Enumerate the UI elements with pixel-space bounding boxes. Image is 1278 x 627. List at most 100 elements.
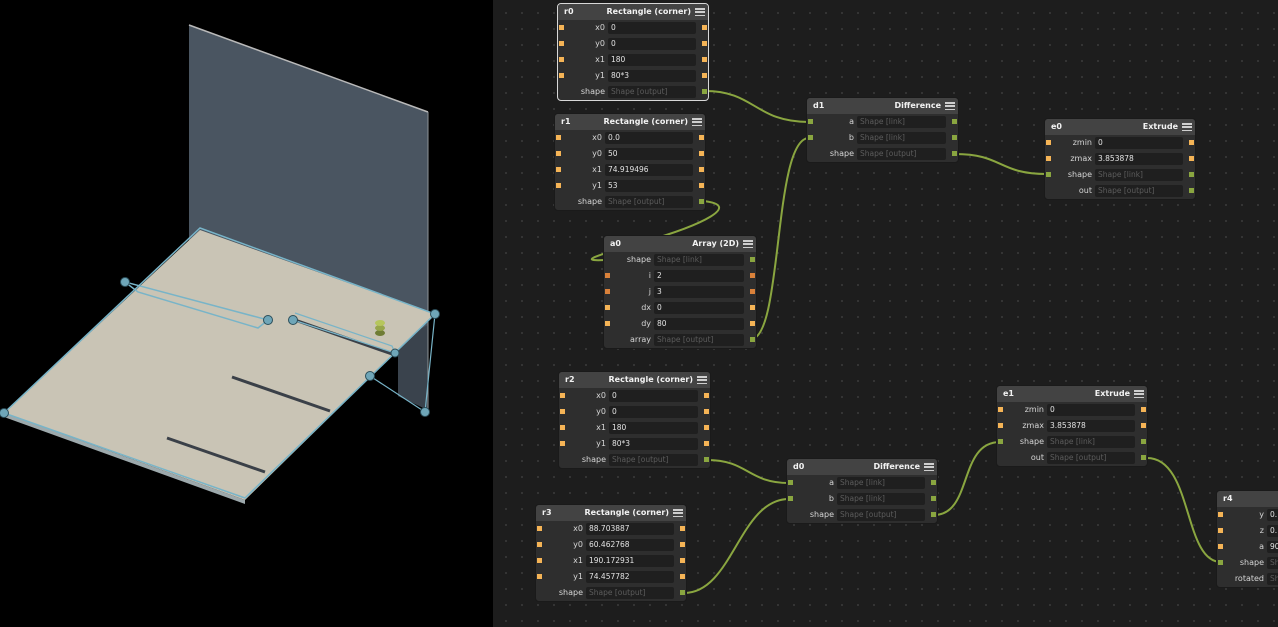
value-input[interactable]: 60.462768	[586, 539, 674, 551]
output-port[interactable]	[699, 135, 704, 140]
3d-model-view[interactable]	[0, 0, 493, 627]
output-port[interactable]	[704, 409, 709, 414]
node-header[interactable]: r4	[1217, 491, 1278, 507]
output-port[interactable]	[1189, 156, 1194, 161]
input-port[interactable]	[556, 167, 561, 172]
output-port[interactable]	[680, 574, 685, 579]
input-port[interactable]	[788, 480, 793, 485]
output-port[interactable]	[702, 73, 707, 78]
output-port[interactable]	[704, 457, 709, 462]
value-input[interactable]: 0	[1047, 404, 1135, 416]
hamburger-menu-icon[interactable]	[924, 462, 934, 472]
value-input[interactable]: 2	[654, 270, 744, 282]
input-port[interactable]	[537, 558, 542, 563]
value-input[interactable]: 53	[605, 180, 693, 192]
input-port[interactable]	[537, 574, 542, 579]
input-port[interactable]	[560, 425, 565, 430]
hamburger-menu-icon[interactable]	[743, 239, 753, 249]
input-port[interactable]	[559, 25, 564, 30]
output-port[interactable]	[750, 337, 755, 342]
input-port[interactable]	[1218, 528, 1223, 533]
value-input[interactable]: 3.853878	[1047, 420, 1135, 432]
output-port[interactable]	[704, 393, 709, 398]
hamburger-menu-icon[interactable]	[697, 375, 707, 385]
input-port[interactable]	[556, 151, 561, 156]
value-input[interactable]: 180	[609, 422, 698, 434]
input-port[interactable]	[559, 57, 564, 62]
input-port[interactable]	[998, 407, 1003, 412]
input-port[interactable]	[560, 409, 565, 414]
output-port[interactable]	[702, 89, 707, 94]
input-port[interactable]	[788, 496, 793, 501]
output-port[interactable]	[750, 273, 755, 278]
input-port[interactable]	[559, 73, 564, 78]
output-port[interactable]	[1141, 407, 1146, 412]
control-handle-icon[interactable]	[0, 408, 9, 418]
control-handle-icon[interactable]	[390, 348, 400, 358]
value-input[interactable]: 0.0	[605, 132, 693, 144]
input-port[interactable]	[1218, 560, 1223, 565]
output-port[interactable]	[750, 305, 755, 310]
input-port[interactable]	[808, 119, 813, 124]
output-port[interactable]	[680, 590, 685, 595]
control-handle-icon[interactable]	[120, 277, 130, 287]
value-input[interactable]: 3	[654, 286, 744, 298]
output-port[interactable]	[750, 289, 755, 294]
hamburger-menu-icon[interactable]	[695, 7, 705, 17]
value-input[interactable]: 80	[654, 318, 744, 330]
hamburger-menu-icon[interactable]	[673, 508, 683, 518]
input-port[interactable]	[998, 423, 1003, 428]
hamburger-menu-icon[interactable]	[1182, 122, 1192, 132]
input-port[interactable]	[537, 526, 542, 531]
value-input[interactable]: 0	[654, 302, 744, 314]
input-port[interactable]	[605, 305, 610, 310]
output-port[interactable]	[702, 41, 707, 46]
value-input[interactable]: 180	[608, 54, 696, 66]
output-port[interactable]	[1141, 439, 1146, 444]
input-port[interactable]	[556, 135, 561, 140]
value-input[interactable]: 0	[608, 38, 696, 50]
value-input[interactable]: 0	[1095, 137, 1183, 149]
value-input[interactable]: 80*3	[609, 438, 698, 450]
control-handle-icon[interactable]	[288, 315, 298, 325]
hamburger-menu-icon[interactable]	[1134, 389, 1144, 399]
output-port[interactable]	[702, 57, 707, 62]
input-port[interactable]	[808, 135, 813, 140]
input-port[interactable]	[1046, 140, 1051, 145]
output-port[interactable]	[1141, 455, 1146, 460]
output-port[interactable]	[699, 199, 704, 204]
output-port[interactable]	[704, 425, 709, 430]
value-input[interactable]: 80*3	[608, 70, 696, 82]
value-input[interactable]: 88.703887	[586, 523, 674, 535]
value-input[interactable]: 0	[608, 22, 696, 34]
control-handle-icon[interactable]	[263, 315, 273, 325]
control-handle-icon[interactable]	[365, 371, 375, 381]
3d-viewport[interactable]	[0, 0, 493, 627]
input-port[interactable]	[559, 41, 564, 46]
input-port[interactable]	[1046, 156, 1051, 161]
input-port[interactable]	[605, 289, 610, 294]
hamburger-menu-icon[interactable]	[692, 117, 702, 127]
output-port[interactable]	[952, 151, 957, 156]
output-port[interactable]	[680, 526, 685, 531]
output-port[interactable]	[704, 441, 709, 446]
value-input[interactable]: 0.	[1267, 509, 1278, 521]
value-input[interactable]: 190.172931	[586, 555, 674, 567]
output-port[interactable]	[931, 496, 936, 501]
input-port[interactable]	[537, 542, 542, 547]
input-port[interactable]	[1046, 172, 1051, 177]
input-port[interactable]	[1218, 544, 1223, 549]
